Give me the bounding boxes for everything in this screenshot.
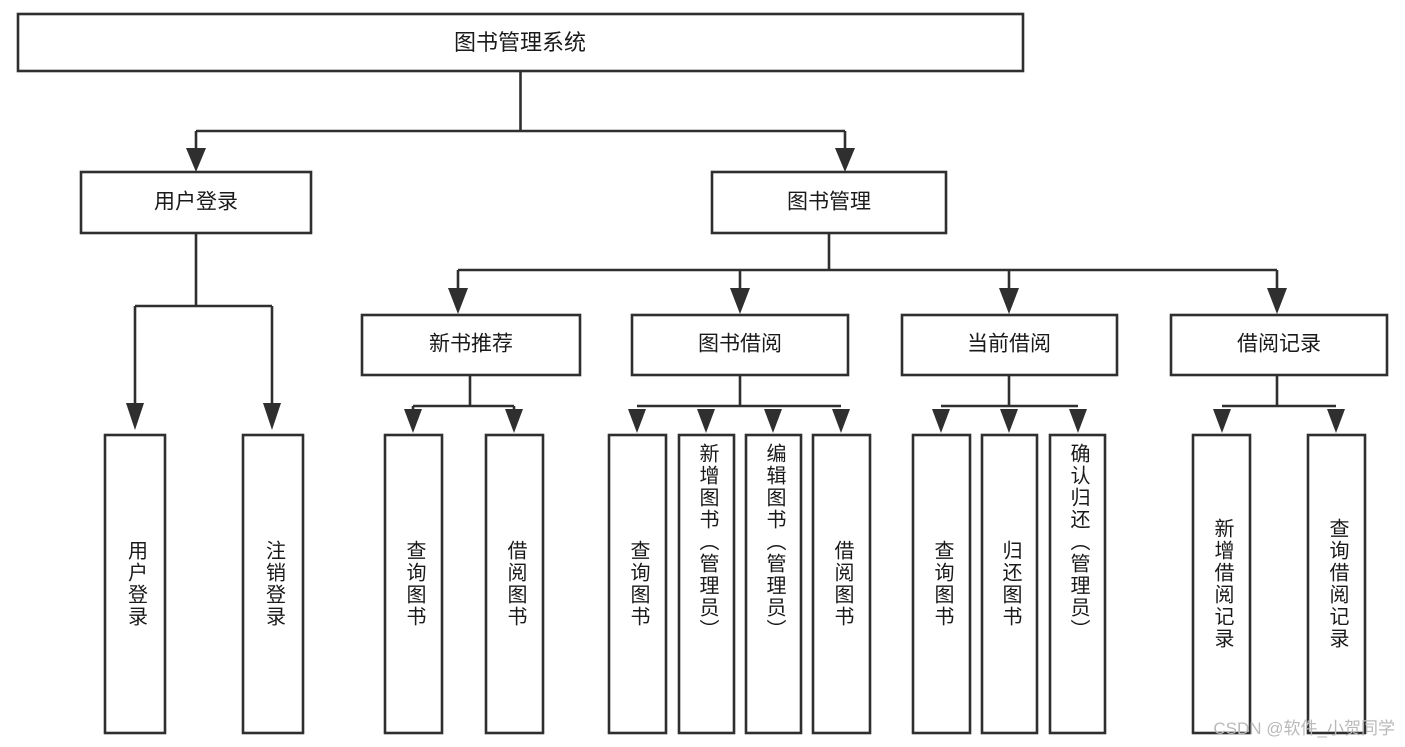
node-current-borrow[interactable]: 当前借阅 [900, 313, 1119, 377]
node-leaf-query-book-2-box[interactable] [607, 433, 668, 735]
node-book-borrow[interactable]: 图书借阅 [630, 313, 850, 377]
node-new-book-recommend-box[interactable] [360, 313, 582, 377]
node-leaf-add-book-box[interactable] [677, 433, 736, 735]
arrowhead-current-borrow [999, 288, 1019, 314]
node-leaf-borrow-book-1-box[interactable] [484, 433, 545, 735]
node-leaf-query-book-3-box[interactable] [911, 433, 972, 735]
arrowhead-leaf-borrow-book-2 [832, 409, 850, 433]
node-root-label: 图书管理系统 [454, 30, 586, 55]
arrowhead-book-mgmt [835, 148, 855, 172]
arrowhead-leaf-user-login [126, 403, 144, 430]
arrowhead-leaf-confirm-return [1069, 409, 1087, 433]
arrowhead-leaf-logout [263, 403, 281, 430]
arrowhead-leaf-edit-book [764, 409, 782, 433]
node-leaf-query-record-box[interactable] [1306, 433, 1367, 735]
arrowhead-leaf-query-book-3 [932, 409, 950, 433]
arrowhead-new-book-recommend [448, 288, 468, 314]
node-borrow-record-box[interactable] [1169, 313, 1389, 377]
arrowhead-leaf-add-record [1213, 409, 1231, 433]
node-current-borrow-box[interactable] [900, 313, 1119, 377]
node-leaf-return-book-box[interactable] [980, 433, 1039, 735]
node-leaf-edit-book-box[interactable] [744, 433, 803, 735]
node-root[interactable]: 图书管理系统 [16, 12, 1025, 73]
node-book-borrow-box[interactable] [630, 313, 850, 377]
arrowhead-leaf-borrow-book-1 [505, 409, 523, 433]
node-leaf-user-login-box[interactable] [103, 433, 167, 735]
node-borrow-record-label: 借阅记录 [1237, 333, 1321, 356]
arrowhead-leaf-return-book [1000, 409, 1018, 433]
node-leaf-query-book-1-box[interactable] [383, 433, 444, 735]
node-book-management[interactable]: 图书管理 [710, 170, 948, 235]
node-user-login-box[interactable] [79, 170, 313, 235]
node-root-box[interactable] [16, 12, 1025, 73]
arrowhead-leaf-add-book [697, 409, 715, 433]
connector-layer [126, 71, 1345, 433]
arrowhead-book-borrow [730, 288, 750, 314]
arrowhead-leaf-query-record [1327, 409, 1345, 433]
node-user-login[interactable]: 用户登录 [79, 170, 313, 235]
node-book-management-label: 图书管理 [787, 191, 871, 214]
node-leaf-add-record-box[interactable] [1191, 433, 1252, 735]
arrowhead-borrow-record [1267, 288, 1287, 314]
node-current-borrow-label: 当前借阅 [967, 333, 1051, 356]
watermark-text: CSDN @软件_小贺同学 [1213, 719, 1395, 738]
node-leaf-borrow-book-2-box[interactable] [811, 433, 872, 735]
node-book-borrow-label: 图书借阅 [698, 333, 782, 356]
leaf-box-layer [103, 433, 1367, 735]
arrowhead-user-login [186, 148, 206, 172]
node-leaf-logout-box[interactable] [241, 433, 305, 735]
node-book-management-box[interactable] [710, 170, 948, 235]
node-leaf-confirm-return-box[interactable] [1048, 433, 1107, 735]
node-new-book-recommend[interactable]: 新书推荐 [360, 313, 582, 377]
node-borrow-record[interactable]: 借阅记录 [1169, 313, 1389, 377]
node-new-book-recommend-label: 新书推荐 [429, 333, 513, 356]
arrowhead-leaf-query-book-2 [628, 409, 646, 433]
arrowhead-leaf-query-book-1 [404, 409, 422, 433]
node-user-login-label: 用户登录 [154, 191, 238, 214]
